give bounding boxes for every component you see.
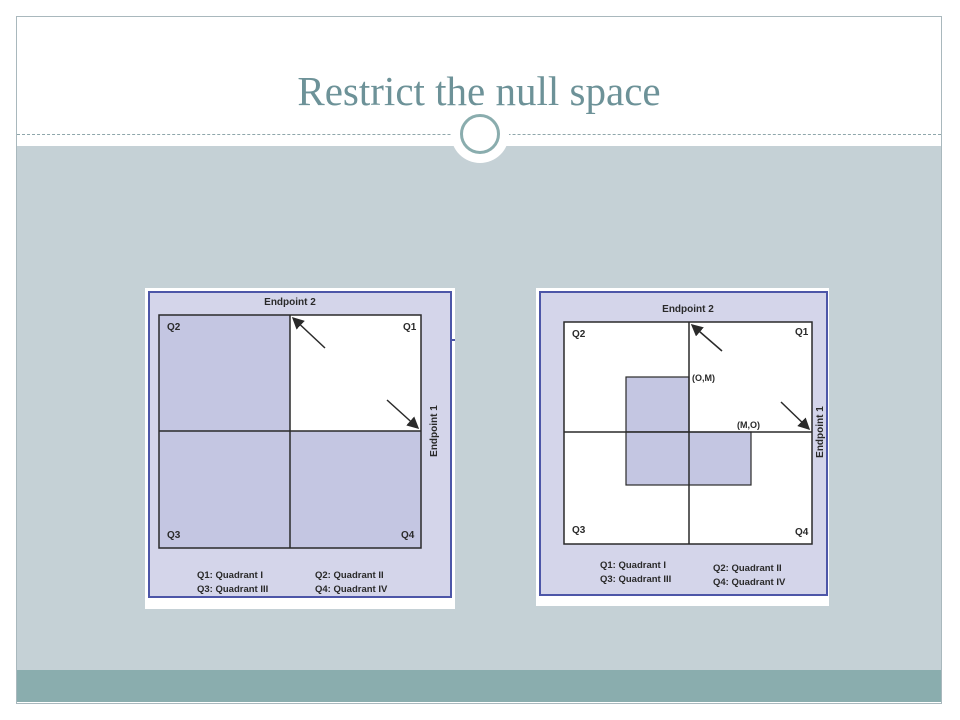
legend-q2: Q2: Quadrant II <box>713 563 782 574</box>
legend-q3: Q3: Quadrant III <box>197 584 268 595</box>
legend-q3: Q3: Quadrant III <box>600 574 671 585</box>
arrow-up-icon <box>291 316 326 349</box>
endpoint-1-label: Endpoint 1 <box>429 405 440 457</box>
point-om-label: (O,M) <box>692 373 715 383</box>
endpoint-2-label: Endpoint 2 <box>662 304 714 315</box>
q4-label: Q4 <box>401 530 415 541</box>
point-mo-label: (M,O) <box>737 420 760 430</box>
quadrant-q3-region <box>159 431 290 548</box>
quadrant-diagram-right-svg: Endpoint 2 Endpoint 1 Q2 Q1 Q3 Q4 (O,M) … <box>539 291 828 596</box>
arrow-right-icon <box>780 401 811 431</box>
shaded-region-upper <box>625 376 690 433</box>
legend-q1: Q1: Quadrant I <box>197 570 263 581</box>
legend-q2: Q2: Quadrant II <box>315 570 384 581</box>
quadrant-diagram-left-svg: Endpoint 2 Endpoint 1 Q2 Q1 Q3 Q4 Q1: Qu… <box>148 291 455 598</box>
divider-ring-inner <box>460 114 500 154</box>
q1-label: Q1 <box>795 327 809 338</box>
quadrant-q4-region <box>290 431 421 548</box>
legend-q1: Q1: Quadrant I <box>600 560 666 571</box>
q3-label: Q3 <box>572 525 586 536</box>
q2-label: Q2 <box>167 322 181 333</box>
plot-border <box>563 321 813 545</box>
quadrant-diagram-left: Endpoint 2 Endpoint 1 Q2 Q1 Q3 Q4 Q1: Qu… <box>145 288 455 609</box>
quadrant-q2-region <box>159 315 290 431</box>
q3-label: Q3 <box>167 530 181 541</box>
q2-label: Q2 <box>572 329 586 340</box>
arrow-up-icon <box>690 324 723 352</box>
footer-band <box>17 670 941 702</box>
arrow-right-icon <box>386 399 420 430</box>
legend-q4: Q4: Quadrant IV <box>315 584 388 595</box>
legend-q4: Q4: Quadrant IV <box>713 577 786 588</box>
q4-label: Q4 <box>795 527 809 538</box>
quadrant-diagram-right: Endpoint 2 Endpoint 1 Q2 Q1 Q3 Q4 (O,M) … <box>536 288 829 606</box>
q1-label: Q1 <box>403 322 417 333</box>
endpoint-2-label: Endpoint 2 <box>264 297 316 308</box>
endpoint-1-label: Endpoint 1 <box>815 406 826 458</box>
